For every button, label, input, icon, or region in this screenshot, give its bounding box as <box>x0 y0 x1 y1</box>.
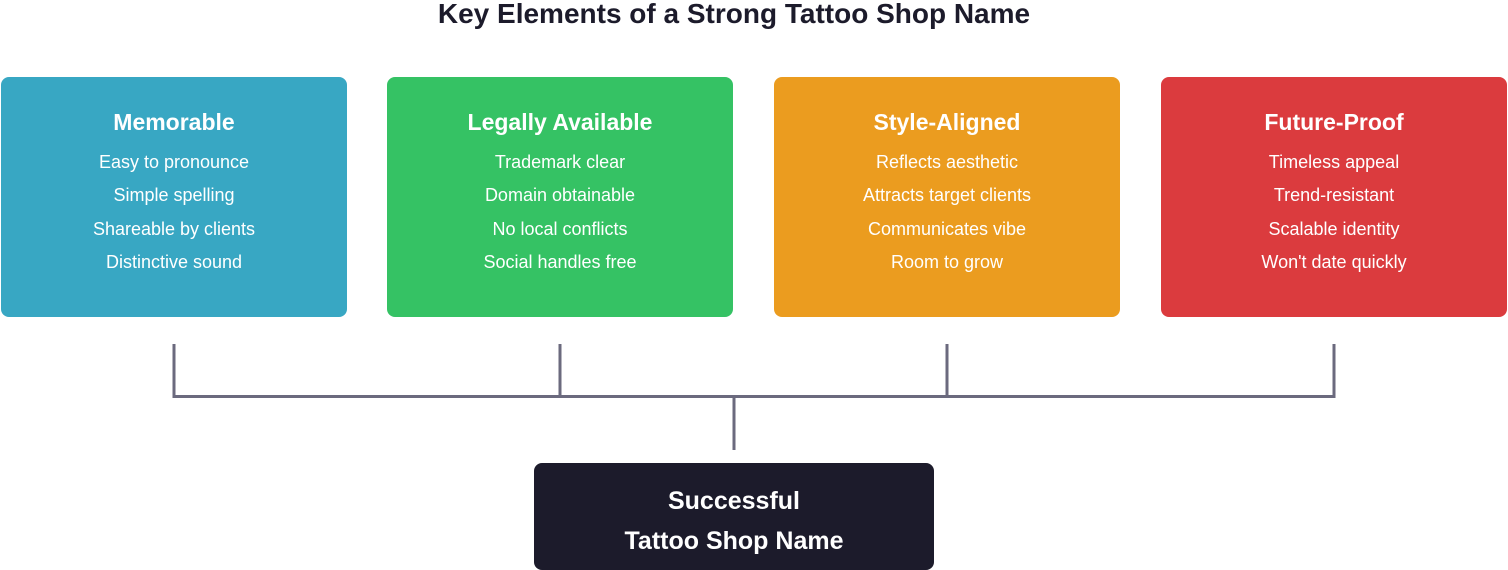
card-item-list: Easy to pronounce Simple spelling Sharea… <box>1 152 347 286</box>
card-item: No local conflicts <box>492 218 628 239</box>
future-proof-card: Future-Proof Timeless appeal Trend-resis… <box>1161 77 1507 317</box>
card-item: Shareable by clients <box>92 218 256 239</box>
diagram-title: Key Elements of a Strong Tattoo Shop Nam… <box>437 0 1031 29</box>
card-item: Won't date quickly <box>1261 252 1407 273</box>
card-item-list: Timeless appeal Trend-resistant Scalable… <box>1161 152 1507 286</box>
card-item: Timeless appeal <box>1268 152 1400 172</box>
card-heading: Future-Proof <box>1264 109 1404 135</box>
card-heading: Style-Aligned <box>873 109 1021 135</box>
card-item: Easy to pronounce <box>98 152 250 172</box>
card-heading: Legally Available <box>467 109 653 135</box>
card-item: Simple spelling <box>113 185 235 206</box>
card-item: Social handles free <box>483 252 637 273</box>
card-item: Scalable identity <box>1268 218 1400 239</box>
card-item: Reflects aesthetic <box>875 152 1019 172</box>
card-item-list: Trademark clear Domain obtainable No loc… <box>387 152 733 286</box>
card-item: Communicates vibe <box>867 218 1027 239</box>
card-item: Distinctive sound <box>105 252 243 273</box>
card-item: Trend-resistant <box>1273 185 1395 206</box>
card-item: Attracts target clients <box>862 185 1032 206</box>
style-aligned-card: Style-Aligned Reflects aesthetic Attract… <box>774 77 1120 317</box>
legally-available-card: Legally Available Trademark clear Domain… <box>387 77 733 317</box>
card-item: Domain obtainable <box>484 185 636 206</box>
result-box: Successful Tattoo Shop Name <box>534 463 934 570</box>
card-item: Trademark clear <box>494 152 626 172</box>
card-item-list: Reflects aesthetic Attracts target clien… <box>774 152 1120 286</box>
card-item: Room to grow <box>890 252 1004 273</box>
card-heading: Memorable <box>113 109 235 135</box>
result-line-2: Tattoo Shop Name <box>624 527 844 555</box>
result-line-1: Successful <box>667 487 800 515</box>
memorable-card: Memorable Easy to pronounce Simple spell… <box>1 77 347 317</box>
